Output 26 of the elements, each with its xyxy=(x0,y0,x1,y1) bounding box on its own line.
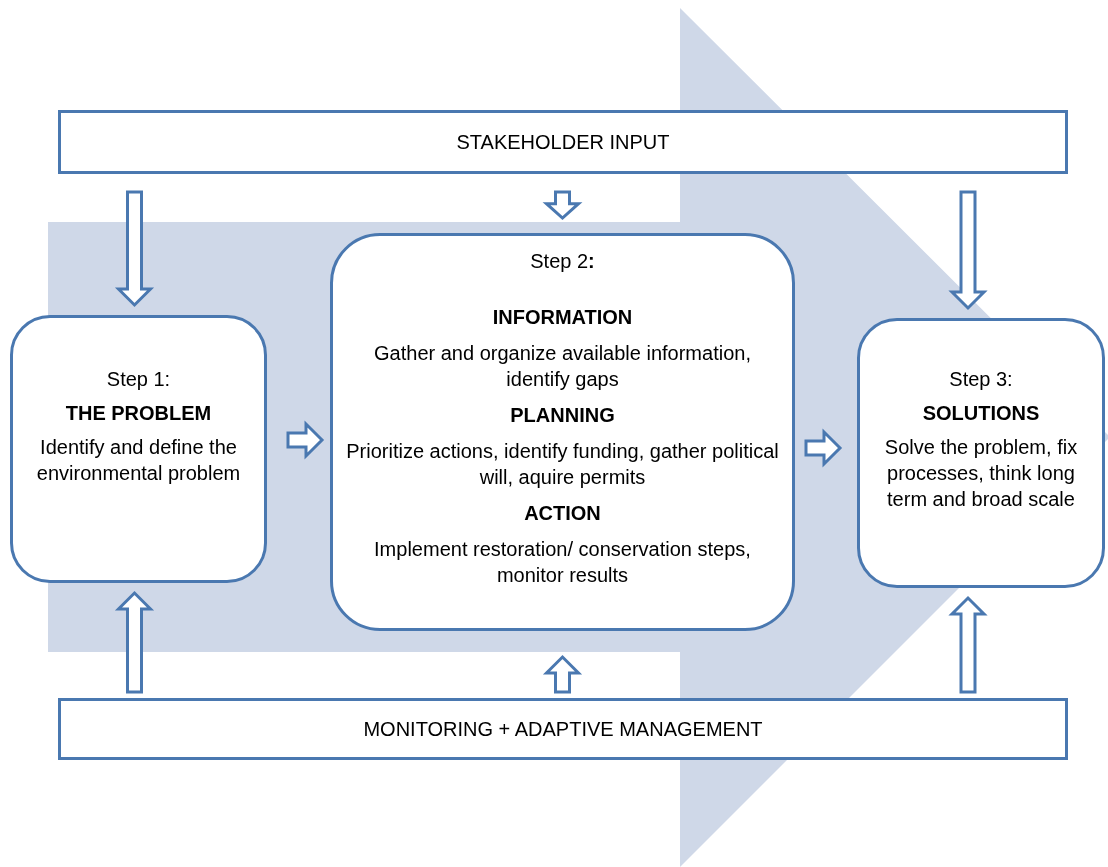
description-text: Gather and organize available information, identify gaps xyxy=(373,341,752,392)
section-heading: PLANNING xyxy=(509,403,616,428)
section-heading: THE PROBLEM xyxy=(64,401,213,426)
block-arrow xyxy=(286,420,325,460)
step-label: STAKEHOLDER INPUT xyxy=(455,130,671,155)
step-label: Step 1: xyxy=(105,367,172,392)
step-label: Step 2: xyxy=(529,249,596,274)
block-arrow xyxy=(542,190,583,220)
banner-box xyxy=(58,698,1068,760)
description-text: Prioritize actions, identify funding, gather political will, aquire permits xyxy=(345,439,780,490)
description-text: Implement restoration/ conservation steps, monitor results xyxy=(373,537,752,588)
step-label: MONITORING + ADAPTIVE MANAGEMENT xyxy=(362,717,764,742)
block-arrow xyxy=(542,654,583,694)
block-arrow xyxy=(114,190,155,308)
description-text: Solve the problem, fix processes, think long term and broad scale xyxy=(883,435,1079,512)
section-heading: ACTION xyxy=(523,501,602,526)
section-heading: INFORMATION xyxy=(491,305,634,330)
step-label: Step 3: xyxy=(948,367,1014,392)
block-arrow xyxy=(948,595,988,694)
block-arrow xyxy=(948,190,988,311)
description-text: Identify and define the environmental problem xyxy=(35,435,242,486)
block-arrow xyxy=(114,590,155,694)
section-heading: SOLUTIONS xyxy=(921,401,1041,426)
block-arrow xyxy=(804,428,843,468)
banner-box xyxy=(58,110,1068,174)
step-box xyxy=(10,315,267,583)
